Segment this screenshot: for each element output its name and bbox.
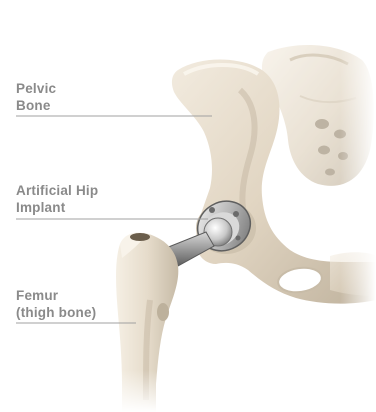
- hip-implant-label: Artificial Hip Implant: [16, 182, 98, 216]
- pelvic-bone-label: Pelvic Bone: [16, 80, 56, 114]
- femur-label-line1: Femur: [16, 287, 96, 304]
- femur-label-line2: (thigh bone): [16, 304, 96, 321]
- pelvic-bone-label-line2: Bone: [16, 97, 56, 114]
- hip-implant-label-line1: Artificial Hip: [16, 182, 98, 199]
- hip-implant-label-line2: Implant: [16, 199, 98, 216]
- femur-label: Femur (thigh bone): [16, 287, 96, 321]
- pelvic-bone-label-line1: Pelvic: [16, 80, 56, 97]
